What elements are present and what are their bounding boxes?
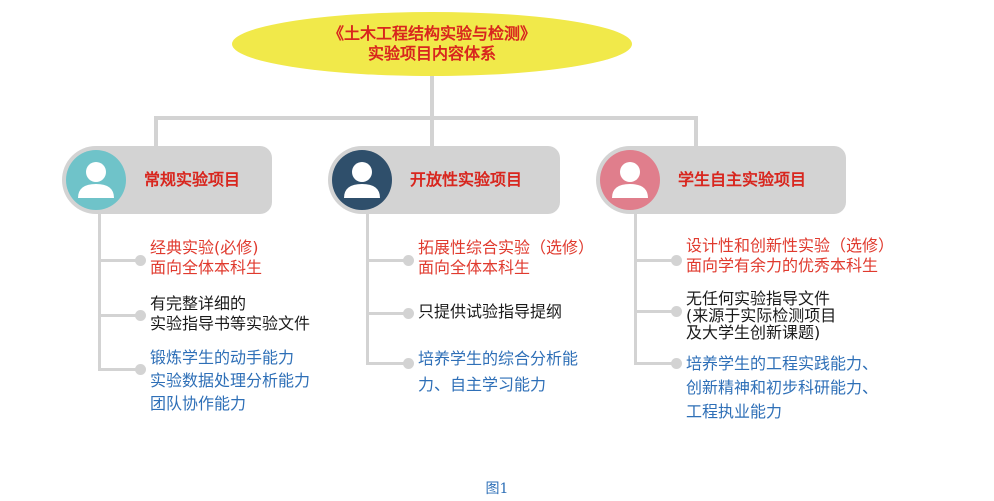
root-title-line2: 实验项目内容体系 (367, 44, 496, 63)
branch-dot (135, 255, 146, 266)
branch-line (98, 368, 138, 371)
top-connector (154, 116, 698, 120)
category-open: 开放性实验项目 (328, 146, 560, 214)
category-self-directed: 学生自主实验项目 (596, 146, 846, 214)
item-text: 只提供试验指导提纲 (418, 302, 563, 321)
figure-caption: 图1 (485, 481, 509, 497)
root-title-line1: 《土木工程结构实验与检测》 (327, 24, 536, 43)
root-node: 《土木工程结构实验与检测》 实验项目内容体系 (232, 12, 632, 76)
item-text: 锻炼学生的动手能力 实验数据处理分析能力 团队协作能力 (150, 348, 311, 413)
branch-line (98, 314, 138, 317)
item-text: 培养学生的综合分析能 力、自主学习能力 (418, 349, 579, 394)
drop-2 (430, 116, 434, 150)
branch-dot (671, 255, 682, 266)
item-text: 经典实验(必修) 面向全体本科生 (150, 238, 263, 277)
category-avatar (66, 150, 126, 210)
category-avatar (600, 150, 660, 210)
branch-line (366, 362, 406, 365)
drop-3 (694, 116, 698, 150)
branch-dot (671, 358, 682, 369)
item-text: 无任何实验指导文件 (来源于实际检测项目 及大学生创新课题) (686, 289, 837, 342)
category-label: 常规实验项目 (144, 170, 241, 189)
branch-line (634, 310, 674, 313)
branch-dot (403, 308, 414, 319)
branch-trunk-3 (634, 214, 637, 364)
branch-dot (135, 364, 146, 375)
branch-line (634, 259, 674, 262)
item-text: 拓展性综合实验（选修） 面向全体本科生 (418, 238, 595, 277)
branch-dot (403, 358, 414, 369)
drop-1 (154, 116, 158, 150)
person-icon (612, 162, 648, 198)
item-text: 有完整详细的 实验指导书等实验文件 (150, 294, 311, 333)
branch-trunk-2 (366, 214, 369, 364)
branch-line (634, 362, 674, 365)
branch-dot (135, 310, 146, 321)
person-icon (344, 162, 380, 198)
category-regular: 常规实验项目 (62, 146, 272, 214)
root-stem (430, 76, 434, 118)
person-icon (78, 162, 114, 198)
category-label: 学生自主实验项目 (678, 170, 807, 189)
branch-line (366, 259, 406, 262)
branch-trunk-1 (98, 214, 101, 370)
branch-dot (403, 255, 414, 266)
branch-dot (671, 306, 682, 317)
item-text: 培养学生的工程实践能力、 创新精神和初步科研能力、 工程执业能力 (686, 354, 879, 421)
item-text: 设计性和创新性实验（选修） 面向学有余力的优秀本科生 (686, 236, 895, 275)
category-avatar (332, 150, 392, 210)
branch-line (98, 259, 138, 262)
branch-line (366, 312, 406, 315)
category-label: 开放性实验项目 (410, 170, 523, 189)
